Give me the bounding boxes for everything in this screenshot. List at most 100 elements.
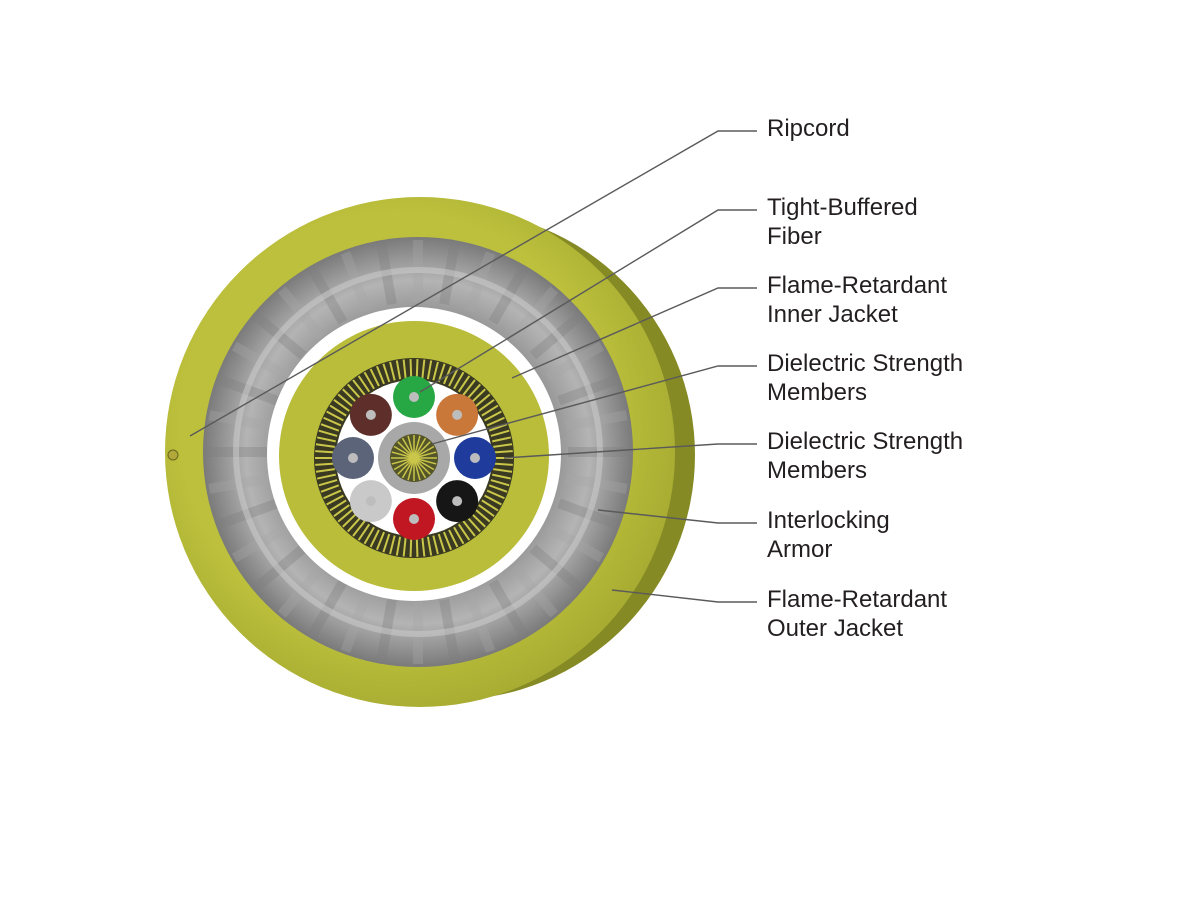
central-stripe <box>401 437 415 459</box>
central-stripes <box>391 435 437 481</box>
aramid-stripe <box>448 368 459 387</box>
aramid-stripe <box>320 423 340 432</box>
aramid-stripe <box>337 393 354 408</box>
aramid-stripe <box>318 479 338 487</box>
leader-line-interlocking-armor <box>597 509 757 524</box>
aramid-stripe <box>315 443 335 448</box>
central-stripe <box>413 457 427 479</box>
aramid-stripe <box>486 416 505 427</box>
leader-line-strength-members-1 <box>431 365 757 445</box>
fiber-core-red <box>409 514 419 524</box>
fiber-core-white <box>365 496 376 507</box>
aramid-stripe <box>333 504 350 517</box>
aramid-stripe <box>486 489 505 500</box>
aramid-stripe <box>395 536 402 556</box>
aramid-stripe <box>457 375 471 393</box>
aramid-stripe <box>375 365 385 385</box>
fiber-core-blue <box>470 453 480 463</box>
aramid-stripe <box>323 416 342 427</box>
leader-line-ripcord <box>189 130 757 437</box>
central-stripe <box>413 441 431 459</box>
aramid-stripe <box>402 359 407 379</box>
aramid-stripe <box>421 359 426 379</box>
aramid-stripe <box>481 499 499 512</box>
aramid-stripe <box>409 537 413 557</box>
aramid-stripe <box>466 516 481 533</box>
central-stripe <box>401 457 415 479</box>
central-stripe <box>397 457 415 475</box>
aramid-stripe <box>462 379 476 396</box>
aramid-stripe <box>474 393 491 408</box>
aramid-stripe <box>326 494 344 506</box>
leader-line-outer-jacket <box>611 589 757 603</box>
aramid-stripe <box>493 468 513 473</box>
central-stripe <box>413 435 421 459</box>
aramid-stripe <box>492 436 512 443</box>
aramid-stripe <box>363 526 375 545</box>
central-stripe <box>391 451 415 459</box>
aramid-stripe <box>382 363 391 383</box>
aramid-stripe <box>443 531 453 551</box>
aramid-stripe <box>323 489 342 500</box>
aramid-stripe <box>462 520 476 537</box>
aramid-stripe <box>437 533 446 553</box>
aramid-stripe <box>409 359 413 379</box>
aramid-stripe <box>315 462 335 466</box>
leader-line-strength-members-2 <box>503 443 757 459</box>
aramid-stripe <box>337 508 354 523</box>
aramid-stripe <box>484 410 502 422</box>
central-stripe <box>393 457 415 471</box>
fiber-core-green <box>409 392 419 402</box>
label-ripcord: Ripcord <box>767 115 850 142</box>
central-stripe <box>397 441 415 459</box>
central-stripe <box>407 457 415 481</box>
central-stripe <box>391 457 415 465</box>
fiber-core-orange <box>452 409 463 420</box>
fiber-core-brown <box>365 409 376 420</box>
aramid-stripe <box>357 375 371 393</box>
aramid-stripe <box>478 399 495 412</box>
aramid-stripe <box>342 388 358 404</box>
aramid-stripe <box>453 371 465 390</box>
central-stripe <box>413 457 431 475</box>
leader-lines <box>189 130 757 603</box>
aramid-stripe <box>357 523 371 541</box>
central-stripe <box>413 457 421 481</box>
central-stripe <box>413 451 437 459</box>
aramid-stripe <box>437 363 446 383</box>
aramid-stripe <box>395 360 402 380</box>
leader-line-tight-buffered-fiber <box>419 209 757 393</box>
aramid-stripe <box>481 404 499 417</box>
aramid-stripe <box>493 462 513 466</box>
aramid-stripe <box>490 479 510 487</box>
armor-texture <box>206 240 630 664</box>
aramid-stripe <box>389 535 396 555</box>
aramid-stripe <box>448 529 459 548</box>
fiber-core-black <box>452 496 463 507</box>
aramid-stripe <box>326 410 344 422</box>
aramid-stripe <box>457 523 471 541</box>
aramid-stripe <box>316 473 336 480</box>
aramid-stripe <box>318 429 338 437</box>
aramid-stripe <box>329 499 347 512</box>
aramid-stripe <box>484 494 502 506</box>
aramid-stripe <box>320 484 340 493</box>
aramid-stripe <box>369 529 380 548</box>
aramid-stripe <box>375 531 385 551</box>
aramid-stripe <box>402 537 407 557</box>
aramid-stripe <box>488 484 508 493</box>
tight-buffered-fibers <box>332 376 496 540</box>
aramid-stripe <box>347 516 362 533</box>
aramid-stripe <box>333 399 350 412</box>
aramid-stripe <box>432 535 439 555</box>
aramid-stripe <box>329 404 347 417</box>
aramid-stripe <box>470 388 486 404</box>
